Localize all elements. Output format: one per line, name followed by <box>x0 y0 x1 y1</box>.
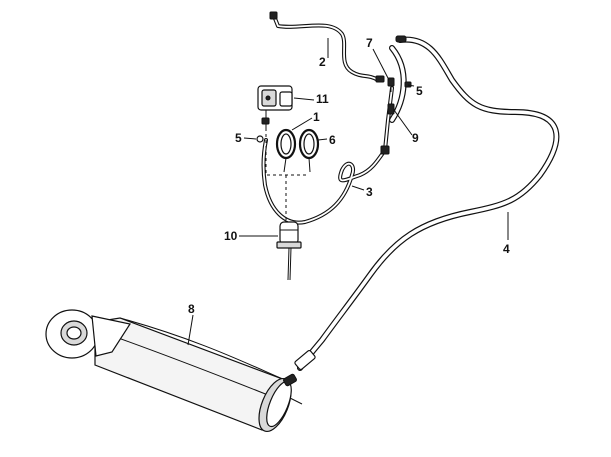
tube-fitting <box>380 145 390 155</box>
callout-8: 8 <box>188 302 195 316</box>
callout-2: 2 <box>319 55 326 69</box>
hydraulic-cylinder-part-8 <box>45 309 316 433</box>
callout-5-right: 5 <box>416 84 423 98</box>
tube-union-fitting <box>375 75 385 83</box>
washer-part-5-left <box>256 135 264 143</box>
hose-part-4 <box>297 35 560 371</box>
callout-11: 11 <box>316 92 329 106</box>
callout-3: 3 <box>366 185 373 199</box>
callout-10: 10 <box>224 229 238 243</box>
callout-7: 7 <box>366 36 373 50</box>
hose-end-fitting <box>395 35 407 43</box>
washer-part-5-right <box>404 81 412 88</box>
nut-part-9 <box>387 103 395 115</box>
callout-5-left: 5 <box>235 131 242 145</box>
coil-part-1 <box>275 128 297 173</box>
tube-part-3 <box>261 86 394 225</box>
tube-end-fitting <box>269 11 278 20</box>
tube-part-2 <box>269 11 385 83</box>
sensor-part-10 <box>276 221 302 281</box>
leader-lines <box>187 38 509 346</box>
callout-6: 6 <box>329 133 336 147</box>
valve-block-part-11 <box>257 85 293 128</box>
fitting-part-7 <box>387 77 395 92</box>
callout-9: 9 <box>412 131 419 145</box>
callout-1: 1 <box>313 110 320 124</box>
assembly-dash-lines <box>265 128 308 222</box>
coil-part-6 <box>298 128 320 173</box>
callout-4: 4 <box>503 242 510 256</box>
